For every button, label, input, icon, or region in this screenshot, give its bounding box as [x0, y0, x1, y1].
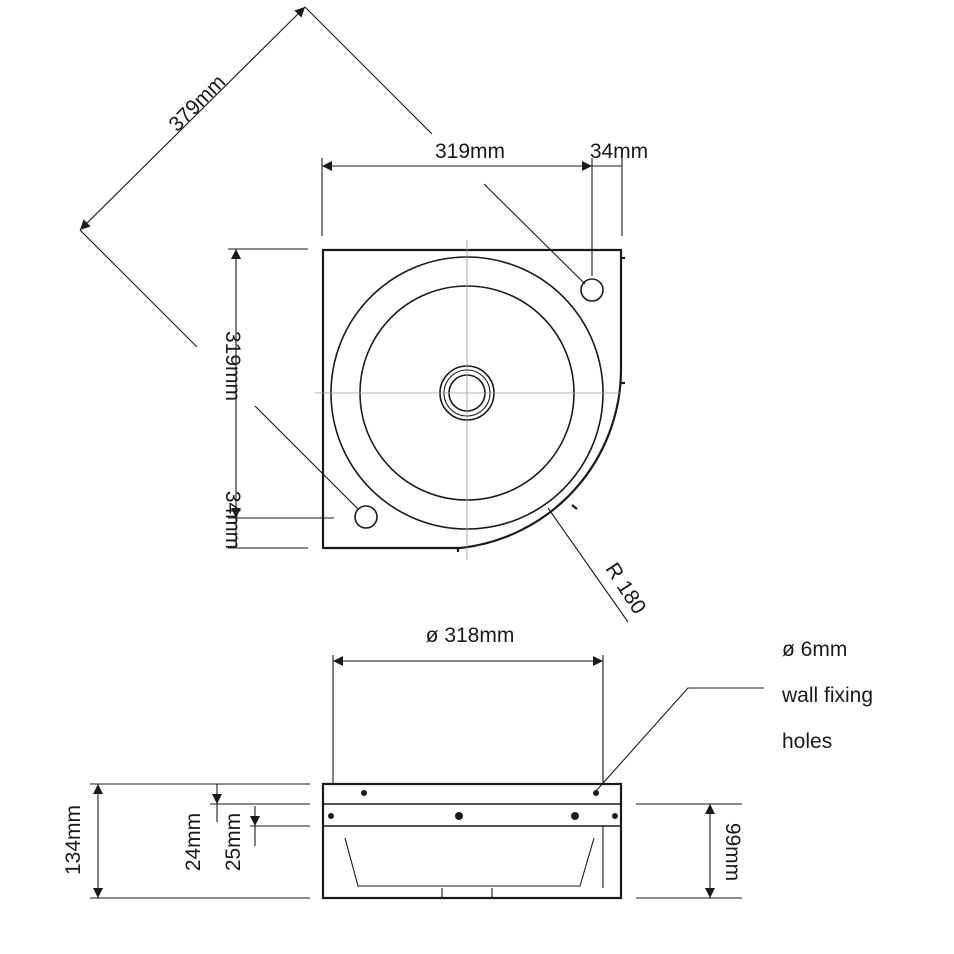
fixing-hole-top-right	[580, 278, 604, 302]
top-view: 319mm 34mm 319mm 34mm 379mm R 180	[79, 6, 651, 623]
fixing-hole-note-line-2: wall fixing	[781, 684, 873, 707]
fixing-hole-leader	[595, 687, 764, 792]
height-label: 319mm	[221, 331, 244, 401]
basin-outline	[321, 248, 623, 550]
total-height-label: 134mm	[62, 805, 85, 875]
diagonal-dimension-line	[79, 6, 306, 231]
dim-25-label: 25mm	[222, 813, 245, 871]
bowl-depth-label: 99mm	[721, 823, 744, 881]
width-label: 319mm	[435, 140, 505, 163]
fixing-hole-note-line-1: ø 6mm	[782, 638, 847, 661]
dim-24-label: 24mm	[182, 813, 205, 871]
offset-top-label: 34mm	[590, 140, 648, 163]
side-view: ø 318mm ø 6mm wall fixing holes 134mm 24…	[62, 624, 873, 900]
radius-leader	[547, 507, 629, 623]
fixing-hole-bottom-left	[354, 505, 378, 529]
radius-label: R 180	[601, 559, 651, 619]
offset-left-label: 34mm	[221, 491, 244, 549]
bowl-diameter-label: ø 318mm	[426, 624, 515, 647]
fixing-hole-note-line-3: holes	[782, 730, 832, 753]
side-body-outline	[321, 782, 623, 900]
diagonal-label: 379mm	[165, 71, 231, 137]
